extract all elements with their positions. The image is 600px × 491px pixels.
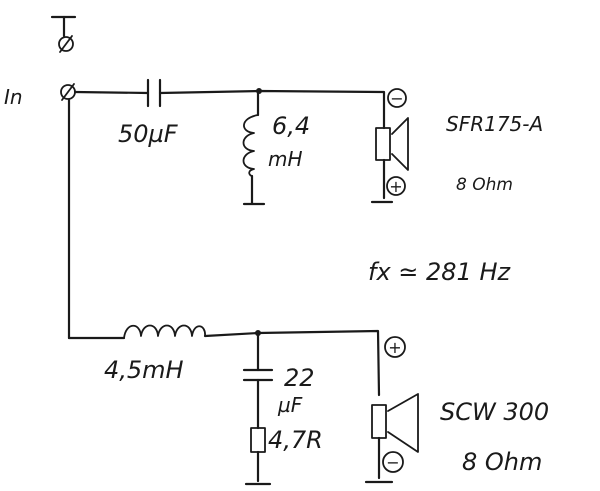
svg-text:−: − [386,453,399,472]
junction-dot [255,330,261,336]
crossover-frequency: fx ≃ 281 Hz [368,258,512,286]
ground-terminal [58,36,74,52]
inductor-4-5mh-symbol [123,324,206,339]
inductor-6-4-value: 6,4 [272,112,310,140]
resistor-4-7r-symbol [250,427,266,453]
wiring [67,88,394,486]
woofer-plus-terminal: + [384,336,406,358]
tweeter-minus-terminal: − [387,88,407,108]
inductor-6-4-unit: mH [268,147,303,171]
capacitor-22-unit: µF [277,393,303,417]
capacitor-50uf-symbol [146,78,162,108]
inductor-4-5mh-label: 4,5mH [104,356,184,384]
svg-text:−: − [390,89,403,108]
svg-text:+: + [389,177,402,196]
tweeter-impedance: 8 Ohm [456,175,513,195]
tweeter-speaker-icon [375,117,409,171]
tweeter-plus-terminal: + [386,176,406,196]
svg-text:+: + [388,338,401,357]
input-terminals: In [4,15,77,109]
resistor-4-7r-label: 4,7R [268,426,323,454]
woofer-minus-terminal: − [382,451,404,473]
tweeter-model: SFR175-A [446,112,543,136]
woofer-model: SCW 300 [440,398,549,426]
woofer-impedance: 8 Ohm [462,448,542,476]
capacitor-50uf-label: 50µF [118,120,179,148]
inductor-6-4mh-symbol [242,114,259,177]
capacitor-22-value: 22 [284,364,315,392]
capacitor-22uf-symbol [242,368,274,382]
input-label: In [4,85,23,109]
woofer-speaker-icon [371,393,419,453]
junction-dot [256,88,262,94]
